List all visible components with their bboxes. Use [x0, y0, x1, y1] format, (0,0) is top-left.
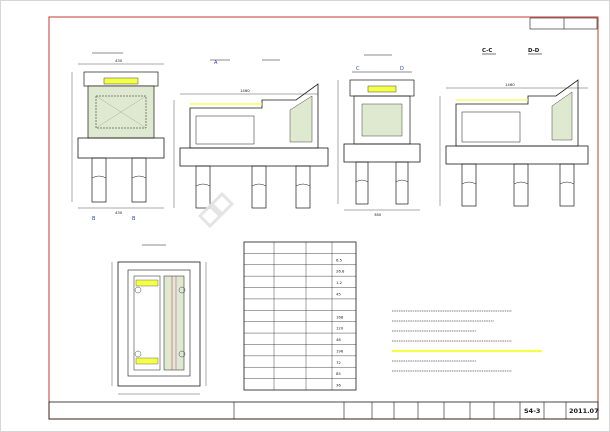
table-cell: 6.5: [336, 257, 343, 262]
table-cell: 1.2: [336, 280, 343, 285]
drawing-no-value: S4-3: [524, 407, 540, 415]
section-mark-b: B: [92, 216, 96, 222]
svg-text:430: 430: [115, 210, 123, 215]
table-cell: 26.8: [336, 269, 345, 274]
table-cell: 36: [336, 383, 341, 388]
table-cell: 168: [336, 314, 344, 319]
section-mark-a: A: [214, 60, 218, 66]
notes-block: [392, 310, 542, 372]
view-abutment-elevation-4: C D 380: [337, 54, 421, 217]
view-plan: [111, 244, 207, 395]
view-abutment-elevation-1: 430 430 B B: [71, 52, 165, 222]
section-mark-d: D: [400, 66, 404, 72]
svg-text:1460: 1460: [505, 82, 515, 87]
svg-text:380: 380: [374, 212, 382, 217]
svg-text:430: 430: [115, 58, 123, 63]
title-block: S4-3 2011.07: [48, 401, 599, 420]
watermark: [197, 191, 235, 229]
svg-text:1460: 1460: [240, 88, 250, 93]
table-cell: 45: [336, 292, 341, 297]
table-cell: 120: [336, 326, 344, 331]
date-value: 2011.07: [569, 407, 599, 415]
section-mark-b2: B: [132, 216, 136, 222]
view6-title: D-D: [528, 48, 540, 54]
table-cell: 196: [336, 348, 344, 353]
table-cell: 85: [336, 371, 341, 376]
view5-title: C-C: [482, 48, 492, 54]
section-mark-c: C: [356, 66, 360, 72]
view-side-elevation: 1460 A: [173, 59, 329, 209]
table-cell: 72: [336, 360, 341, 365]
table-cell: 48: [336, 337, 341, 342]
sheet-header: [529, 17, 598, 30]
quantity-table: 6.5 26.8 1.2 45 168 120 48 196 72 85 36: [243, 241, 357, 391]
view-section-cc-dd: C-C D-D 1460: [439, 48, 589, 207]
